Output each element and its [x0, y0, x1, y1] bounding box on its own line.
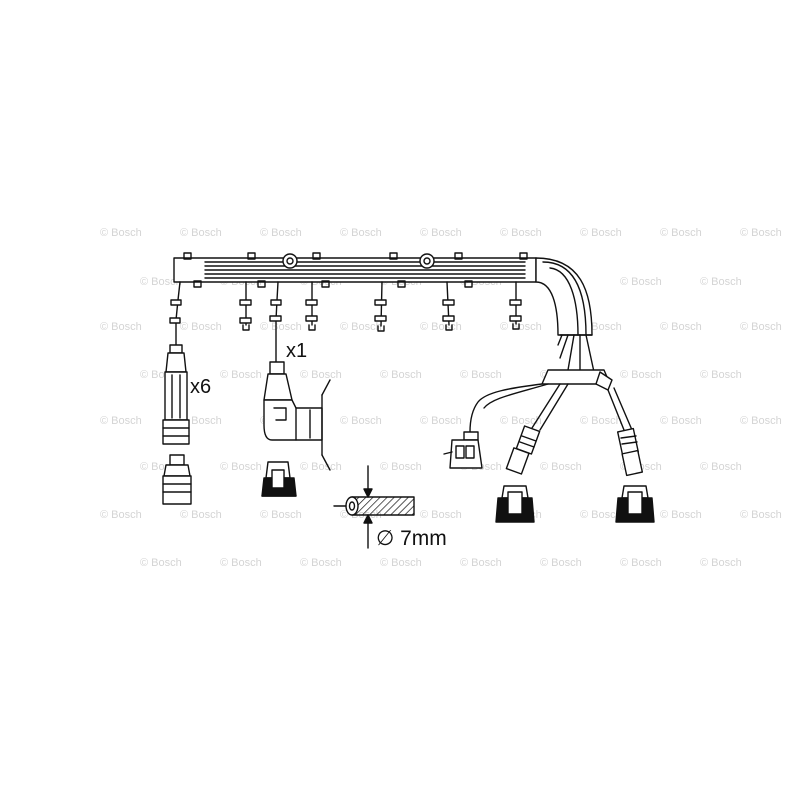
cable-rail — [173, 252, 537, 288]
watermark-text: © Bosch — [220, 557, 262, 569]
watermark-text: © Bosch — [700, 461, 742, 473]
watermark-text: © Bosch — [460, 369, 502, 381]
watermark-text: © Bosch — [420, 321, 462, 333]
watermark-text: © Bosch — [420, 415, 462, 427]
watermark-text: © Bosch — [180, 509, 222, 521]
watermark-text: © Bosch — [380, 557, 422, 569]
watermark-text: © Bosch — [740, 415, 782, 427]
watermark-text: © Bosch — [740, 509, 782, 521]
watermark-text: © Bosch — [500, 227, 542, 239]
watermark-text: © Bosch — [420, 509, 462, 521]
watermark-text: © Bosch — [580, 509, 622, 521]
watermark-text: © Bosch — [620, 276, 662, 288]
watermark-text: © Bosch — [580, 415, 622, 427]
sensor-connector — [443, 431, 483, 469]
watermark-text: © Bosch — [300, 461, 342, 473]
plug-lead-middle — [505, 425, 541, 475]
watermark-text: © Bosch — [260, 321, 302, 333]
watermark-text: © Bosch — [100, 415, 142, 427]
coil-connector — [263, 361, 331, 471]
watermark-text: © Bosch — [220, 369, 262, 381]
plug-terminal — [162, 454, 192, 505]
watermark-text: © Bosch — [700, 276, 742, 288]
watermark-text: © Bosch — [580, 227, 622, 239]
watermark-text: © Bosch — [500, 415, 542, 427]
diameter-label: ∅ 7mm — [376, 527, 447, 550]
watermark-text: © Bosch — [420, 227, 462, 239]
plug-count-label: x6 — [190, 376, 211, 398]
watermark-text: © Bosch — [140, 557, 182, 569]
spark-plug-boot — [162, 344, 190, 445]
watermark-text: © Bosch — [700, 369, 742, 381]
distributor-cap-middle — [495, 485, 535, 523]
watermark-text: © Bosch — [660, 415, 702, 427]
watermark-text: © Bosch — [180, 321, 222, 333]
watermark-text: © Bosch — [620, 557, 662, 569]
watermark-text: © Bosch — [660, 509, 702, 521]
watermark-text: © Bosch — [380, 369, 422, 381]
watermark-text: © Bosch — [620, 369, 662, 381]
watermark-text: © Bosch — [540, 461, 582, 473]
watermark-text: © Bosch — [340, 321, 382, 333]
watermark-text: © Bosch — [260, 227, 302, 239]
watermark-text: © Bosch — [660, 227, 702, 239]
drop-leads — [169, 281, 522, 363]
watermark-text: © Bosch — [740, 321, 782, 333]
watermark-text: © Bosch — [500, 321, 542, 333]
watermark-text: © Bosch — [740, 227, 782, 239]
watermark-text: © Bosch — [100, 227, 142, 239]
coil-count-label: x1 — [286, 340, 307, 362]
watermark-text: © Bosch — [180, 227, 222, 239]
watermark-text: © Bosch — [100, 509, 142, 521]
watermark-text: © Bosch — [340, 227, 382, 239]
watermark-text: © Bosch — [460, 557, 502, 569]
cable-bend — [535, 257, 593, 336]
watermark-text: © Bosch — [700, 557, 742, 569]
watermark-text: © Bosch — [260, 509, 302, 521]
watermark-text: © Bosch — [300, 369, 342, 381]
watermark-text: © Bosch — [100, 321, 142, 333]
watermark-text: © Bosch — [540, 557, 582, 569]
watermark-text: © Bosch — [140, 276, 182, 288]
watermark-text: © Bosch — [340, 415, 382, 427]
watermark-text: © Bosch — [220, 461, 262, 473]
fan-out-leads — [469, 334, 633, 433]
watermark-text: © Bosch — [380, 461, 422, 473]
cable-cross-section — [333, 465, 415, 549]
watermark-text: © Bosch — [300, 557, 342, 569]
coil-cap — [261, 461, 297, 497]
distributor-cap-right — [615, 485, 655, 523]
plug-lead-right — [616, 427, 644, 477]
watermark-text: © Bosch — [660, 321, 702, 333]
watermark-text: © Bosch — [180, 415, 222, 427]
